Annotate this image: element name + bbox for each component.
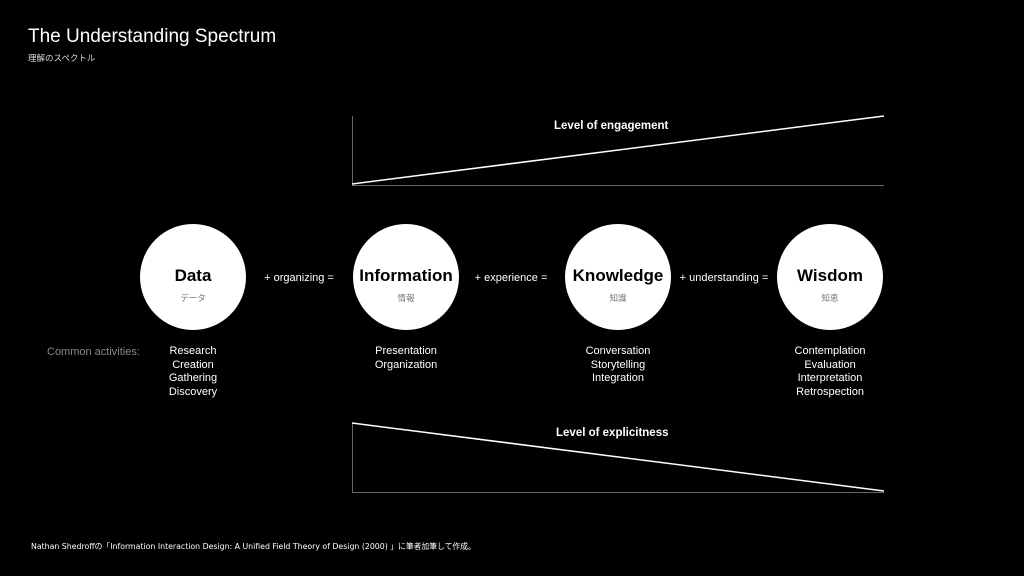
stage-subtitle: 知恵 — [821, 294, 839, 304]
activity-item: Gathering — [168, 372, 218, 384]
connector-organizing: + organizing = — [264, 272, 334, 284]
stage-name: Knowledge — [572, 266, 664, 285]
activity-item: Interpretation — [797, 372, 863, 384]
explicitness-trend-line — [351, 422, 885, 492]
activity-item: Evaluation — [804, 358, 856, 371]
page-title: The Understanding Spectrum — [28, 26, 277, 47]
activity-item: Presentation — [375, 345, 437, 357]
stage-name: Data — [174, 266, 212, 285]
activity-item: Retrospection — [796, 385, 864, 398]
common-activities-label: Common activities: — [47, 346, 140, 358]
activity-item: Contemplation — [794, 345, 866, 357]
stage-subtitle: 知識 — [609, 294, 627, 304]
connector-understanding: + understanding = — [679, 272, 769, 284]
stage-knowledge: Knowledge 知識 — [565, 224, 671, 330]
stage-name: Wisdom — [797, 266, 863, 285]
activity-item: Conversation — [585, 345, 651, 357]
stage-data: Data データ — [140, 224, 246, 330]
activity-list-information: Presentation Organization — [336, 345, 476, 372]
connector-experience: + experience = — [474, 272, 548, 284]
activity-list-knowledge: Conversation Storytelling Integration — [548, 345, 688, 386]
activity-item: Creation — [172, 358, 214, 371]
stage-subtitle: データ — [180, 294, 206, 304]
activity-item: Integration — [592, 372, 644, 384]
engagement-trend-line — [351, 115, 885, 185]
activity-item: Storytelling — [590, 358, 646, 371]
explicitness-label: Level of explicitness — [556, 427, 669, 439]
activity-list-wisdom: Contemplation Evaluation Interpretation … — [760, 345, 900, 399]
stage-wisdom: Wisdom 知恵 — [777, 224, 883, 330]
activity-list-data: Research Creation Gathering Discovery — [123, 345, 263, 399]
stage-information: Information 情報 — [353, 224, 459, 330]
source-citation: Nathan Shedroffの「Information Interaction… — [31, 542, 476, 551]
activity-item: Research — [169, 345, 217, 357]
engagement-label: Level of engagement — [554, 120, 669, 132]
activity-item: Discovery — [168, 385, 218, 398]
activity-item: Organization — [374, 358, 438, 371]
stage-name: Information — [359, 266, 453, 285]
stage-subtitle: 情報 — [397, 294, 415, 304]
page-subtitle: 理解のスペクトル — [28, 54, 96, 64]
